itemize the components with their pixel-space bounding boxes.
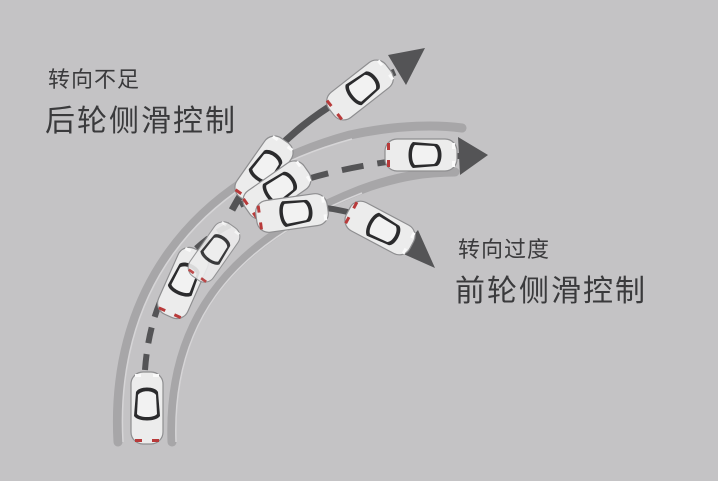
car-icon <box>384 138 458 172</box>
car-icon <box>340 196 420 260</box>
oversteer-control-label: 前轮侧滑控制 <box>455 274 647 309</box>
car-icon <box>130 371 164 445</box>
understeer-title: 转向不足 <box>48 68 141 93</box>
understeer-arrow-icon <box>388 48 425 85</box>
car-icon <box>321 54 399 126</box>
oversteer-arrow-icon <box>399 230 435 268</box>
understeer-control-label: 后轮侧滑控制 <box>45 104 237 139</box>
oversteer-title: 转向过度 <box>458 238 551 263</box>
center-arrow-icon <box>458 137 488 175</box>
